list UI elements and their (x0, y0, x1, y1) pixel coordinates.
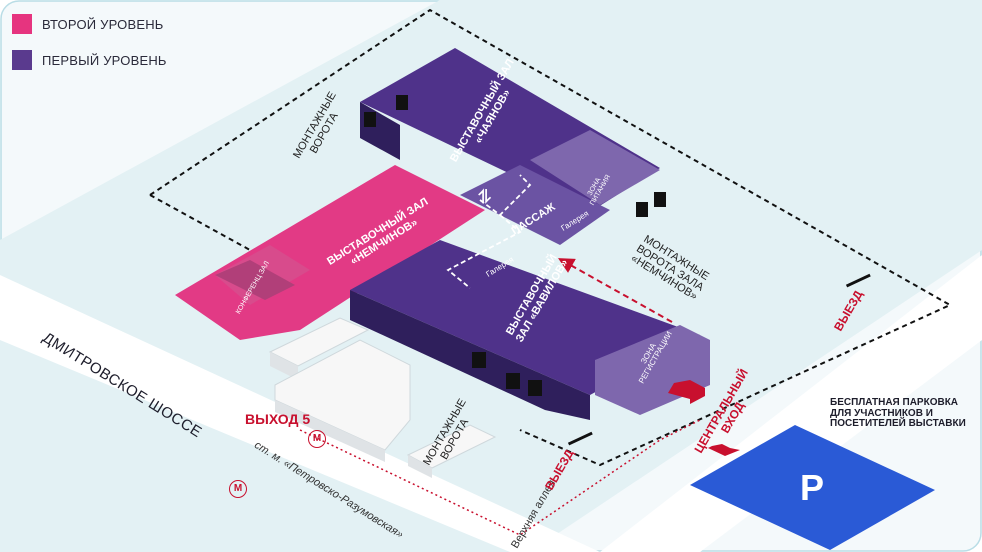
metro-icon: М (229, 480, 247, 498)
legend-label-second: ВТОРОЙ УРОВЕНЬ (42, 16, 164, 32)
gate-door-1 (364, 112, 376, 127)
escalator-icon: ⥮ (478, 187, 492, 207)
gate-door-6 (506, 373, 520, 389)
passage-roof (460, 165, 610, 245)
map-legend: ВТОРОЙ УРОВЕНЬ ПЕРВЫЙ УРОВЕНЬ (12, 14, 167, 86)
legend-swatch-second (12, 14, 32, 34)
catering-roof (530, 130, 660, 205)
conference-block (215, 260, 295, 300)
pedestrian-route (299, 419, 701, 536)
registration-route-arrow (558, 258, 673, 323)
side-building-3 (406, 424, 497, 469)
legend-first-level: ПЕРВЫЙ УРОВЕНЬ (12, 50, 167, 70)
metro-icon: М (308, 430, 326, 448)
legend-second-level: ВТОРОЙ УРОВЕНЬ (12, 14, 167, 34)
legend-label-first: ПЕРВЫЙ УРОВЕНЬ (42, 52, 167, 68)
inner-route-top (479, 174, 532, 217)
side-building-3-face (408, 455, 432, 478)
verkhnyaya-road (600, 255, 982, 552)
exit-5-label: ВЫХОД 5 (245, 411, 311, 427)
perimeter-fence-left (149, 194, 251, 251)
parking-info-label: БЕСПЛАТНАЯ ПАРКОВКА ДЛЯ УЧАСТНИКОВ И ПОС… (830, 397, 966, 429)
legend-swatch-first (12, 50, 32, 70)
gate-door-4 (654, 192, 666, 207)
parking-letter: P (800, 467, 824, 508)
gate-door-3 (636, 202, 648, 217)
inner-route-bottom (446, 214, 522, 289)
exit-arrow (708, 444, 740, 456)
gate-door-2 (396, 95, 408, 110)
parking-lot (690, 425, 935, 550)
central-entrance-arrow (668, 380, 705, 404)
gate-door-5 (472, 352, 486, 368)
side-building-1-face (270, 352, 298, 380)
gate-door-7 (528, 380, 542, 396)
side-building-2-face (275, 400, 385, 462)
